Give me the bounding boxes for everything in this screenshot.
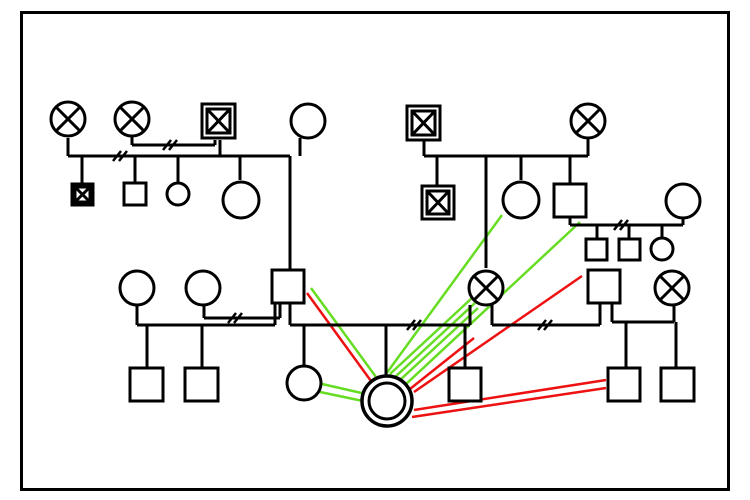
female-symbol <box>289 102 327 140</box>
negative-relationship-lines <box>305 274 607 419</box>
deceased-male-symbol <box>70 182 95 207</box>
deceased-female-symbol <box>653 269 691 307</box>
female-symbol <box>649 236 675 262</box>
positive-relationship-line <box>389 297 473 375</box>
family-members <box>49 100 702 428</box>
positive-relationship-line <box>394 302 476 378</box>
divorce-mark <box>406 319 422 331</box>
male-symbol <box>584 237 609 262</box>
negative-relationship-line <box>413 274 583 394</box>
deceased-female-symbol <box>467 269 505 307</box>
female-symbol <box>501 180 541 220</box>
male-symbol <box>447 366 483 403</box>
positive-relationship-line <box>319 390 364 403</box>
female-symbol <box>165 181 191 207</box>
divorce-mark <box>162 139 178 151</box>
divorce-marks <box>112 139 629 331</box>
male-symbol-father <box>270 268 306 305</box>
negative-relationship-line <box>409 337 475 390</box>
female-symbol <box>285 364 323 402</box>
deceased-male-symbol <box>405 104 442 142</box>
male-symbol <box>122 181 148 207</box>
male-symbol <box>617 237 642 262</box>
deceased-male-symbol <box>420 184 456 221</box>
divorce-mark <box>537 319 553 331</box>
deceased-female-symbol <box>49 100 87 138</box>
female-symbol <box>184 269 222 307</box>
divorce-mark <box>227 312 243 324</box>
deceased-female-symbol <box>569 102 607 140</box>
male-symbol <box>606 366 642 403</box>
male-symbol <box>183 366 220 403</box>
divorce-mark <box>112 150 128 162</box>
female-symbol <box>118 269 156 307</box>
male-symbol <box>552 182 588 219</box>
deceased-male-symbol <box>200 102 237 140</box>
positive-relationship-line <box>309 287 378 378</box>
female-symbol <box>221 180 261 220</box>
negative-relationship-line <box>305 292 373 382</box>
male-symbol <box>659 366 696 403</box>
divorce-mark <box>613 219 629 231</box>
positive-relationship-line <box>321 382 367 396</box>
negative-relationship-line <box>413 378 607 412</box>
male-symbol <box>128 366 165 403</box>
negative-relationship-line <box>411 386 607 419</box>
positive-relationship-line <box>399 307 479 381</box>
male-symbol <box>586 268 622 305</box>
family-connector-lines <box>66 136 685 376</box>
index-person-symbol <box>360 374 414 428</box>
positive-relationship-line <box>384 214 504 375</box>
deceased-female-symbol <box>113 100 151 138</box>
female-symbol <box>664 182 702 220</box>
